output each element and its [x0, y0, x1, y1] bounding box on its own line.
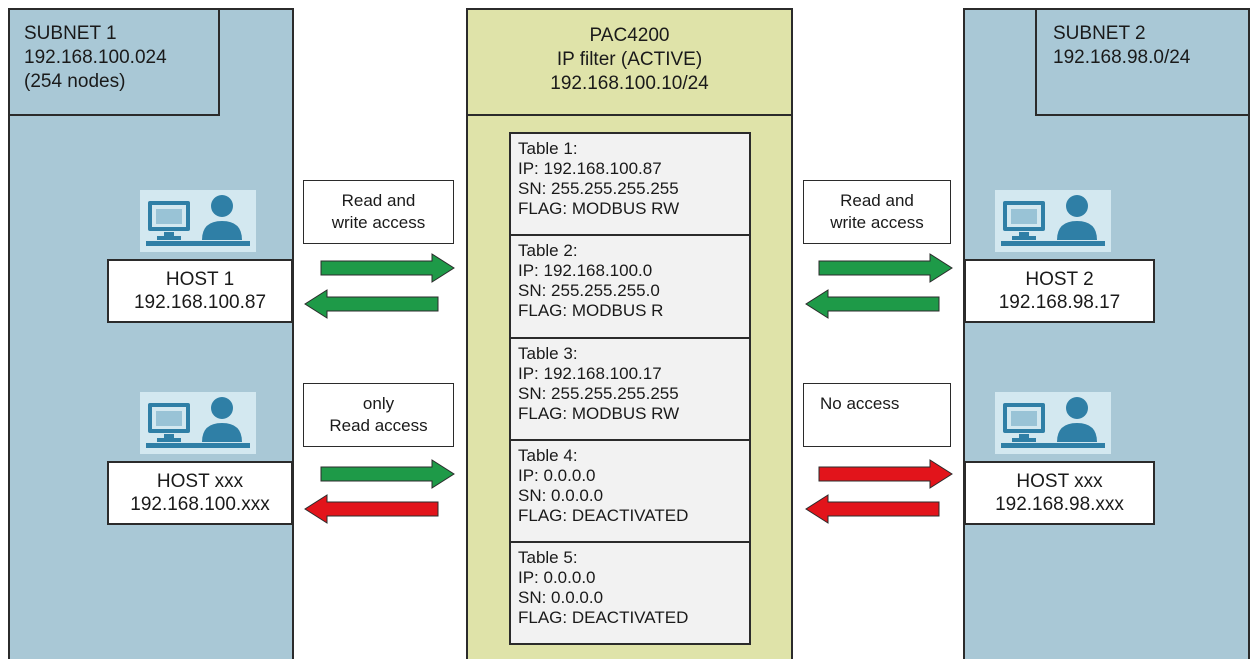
filter-table-5: Table 5: IP: 0.0.0.0 SN: 0.0.0.0 FLAG: D… — [509, 541, 751, 645]
arrow-left-icon — [304, 494, 439, 524]
host-ip: 192.168.100.xxx — [130, 494, 270, 515]
access-line: only — [362, 394, 395, 413]
host-ip: 192.168.100.87 — [133, 292, 267, 313]
subnet-2-panel — [963, 8, 1250, 659]
access-label-host-2: Read and write access — [803, 180, 951, 244]
subnet-1-address: 192.168.100.024 — [24, 47, 167, 68]
table-subnet-mask: SN: 255.255.255.0 — [518, 281, 660, 300]
host-2-box: HOST 2 192.168.98.17 — [964, 259, 1155, 323]
access-line: write access — [830, 213, 924, 232]
access-line: Read and — [840, 191, 914, 210]
table-subnet-mask: SN: 255.255.255.255 — [518, 384, 679, 403]
table-flag: FLAG: MODBUS RW — [518, 199, 680, 218]
arrow-right-icon — [818, 459, 953, 489]
arrow-right-icon — [320, 253, 455, 283]
arrow-left-icon — [805, 494, 940, 524]
access-line: No access — [820, 394, 900, 413]
table-subnet-mask: SN: 255.255.255.255 — [518, 179, 679, 198]
subnet-2-name: SUBNET 2 — [1053, 23, 1146, 44]
table-title: Table 1: — [518, 139, 578, 158]
filter-table-1: Table 1: IP: 192.168.100.87 SN: 255.255.… — [509, 132, 751, 236]
subnet-1-label: SUBNET 1 192.168.100.024 (254 nodes) — [8, 8, 220, 116]
host-name: HOST xxx — [1016, 471, 1103, 492]
table-subnet-mask: SN: 0.0.0.0 — [518, 486, 604, 505]
host-ip: 192.168.98.17 — [998, 292, 1121, 313]
table-ip: IP: 0.0.0.0 — [518, 568, 596, 587]
access-line: Read access — [329, 416, 428, 435]
arrow-right-icon — [818, 253, 953, 283]
filter-table-2: Table 2: IP: 192.168.100.0 SN: 255.255.2… — [509, 234, 751, 339]
filter-table-3: Table 3: IP: 192.168.100.17 SN: 255.255.… — [509, 337, 751, 441]
host-xxx-right-box: HOST xxx 192.168.98.xxx — [964, 461, 1155, 525]
computer-user-icon — [140, 392, 256, 454]
table-flag: FLAG: DEACTIVATED — [518, 608, 689, 627]
pac4200-name: PAC4200 — [589, 25, 670, 46]
subnet-2-label: SUBNET 2 192.168.98.0/24 — [1035, 8, 1250, 116]
access-line: write access — [331, 213, 426, 232]
filter-table-4: Table 4: IP: 0.0.0.0 SN: 0.0.0.0 FLAG: D… — [509, 439, 751, 543]
access-label-host-xxx-right: No access — [803, 383, 951, 447]
table-ip: IP: 0.0.0.0 — [518, 466, 596, 485]
pac4200-header: PAC4200 IP filter (ACTIVE) 192.168.100.1… — [466, 8, 793, 116]
subnet-1-name: SUBNET 1 — [24, 23, 117, 44]
computer-user-icon — [995, 190, 1111, 252]
table-title: Table 5: — [518, 548, 578, 567]
subnet-1-panel — [8, 8, 294, 659]
host-name: HOST 1 — [165, 269, 235, 290]
table-flag: FLAG: DEACTIVATED — [518, 506, 689, 525]
host-name: HOST 2 — [1025, 269, 1094, 290]
access-label-host-1: Read and write access — [303, 180, 454, 244]
table-flag: FLAG: MODBUS R — [518, 301, 664, 320]
table-title: Table 3: — [518, 344, 578, 363]
arrow-right-icon — [320, 459, 455, 489]
table-ip: IP: 192.168.100.17 — [518, 364, 662, 383]
table-title: Table 2: — [518, 241, 578, 260]
access-line: Read and — [341, 191, 416, 210]
arrow-left-icon — [304, 289, 439, 319]
table-subnet-mask: SN: 0.0.0.0 — [518, 588, 604, 607]
table-title: Table 4: — [518, 446, 578, 465]
host-1-box: HOST 1 192.168.100.87 — [107, 259, 293, 323]
subnet-1-nodes: (254 nodes) — [24, 71, 126, 92]
arrow-left-icon — [805, 289, 940, 319]
subnet-2-address: 192.168.98.0/24 — [1053, 47, 1191, 68]
computer-user-icon — [995, 392, 1111, 454]
table-ip: IP: 192.168.100.0 — [518, 261, 653, 280]
host-xxx-left-box: HOST xxx 192.168.100.xxx — [107, 461, 293, 525]
table-flag: FLAG: MODBUS RW — [518, 404, 680, 423]
host-name: HOST xxx — [156, 471, 244, 492]
pac4200-address: 192.168.100.10/24 — [550, 73, 709, 94]
host-ip: 192.168.98.xxx — [995, 494, 1124, 515]
access-label-host-xxx-left: only Read access — [303, 383, 454, 447]
computer-user-icon — [140, 190, 256, 252]
pac4200-filter-status: IP filter (ACTIVE) — [556, 49, 703, 70]
table-ip: IP: 192.168.100.87 — [518, 159, 662, 178]
